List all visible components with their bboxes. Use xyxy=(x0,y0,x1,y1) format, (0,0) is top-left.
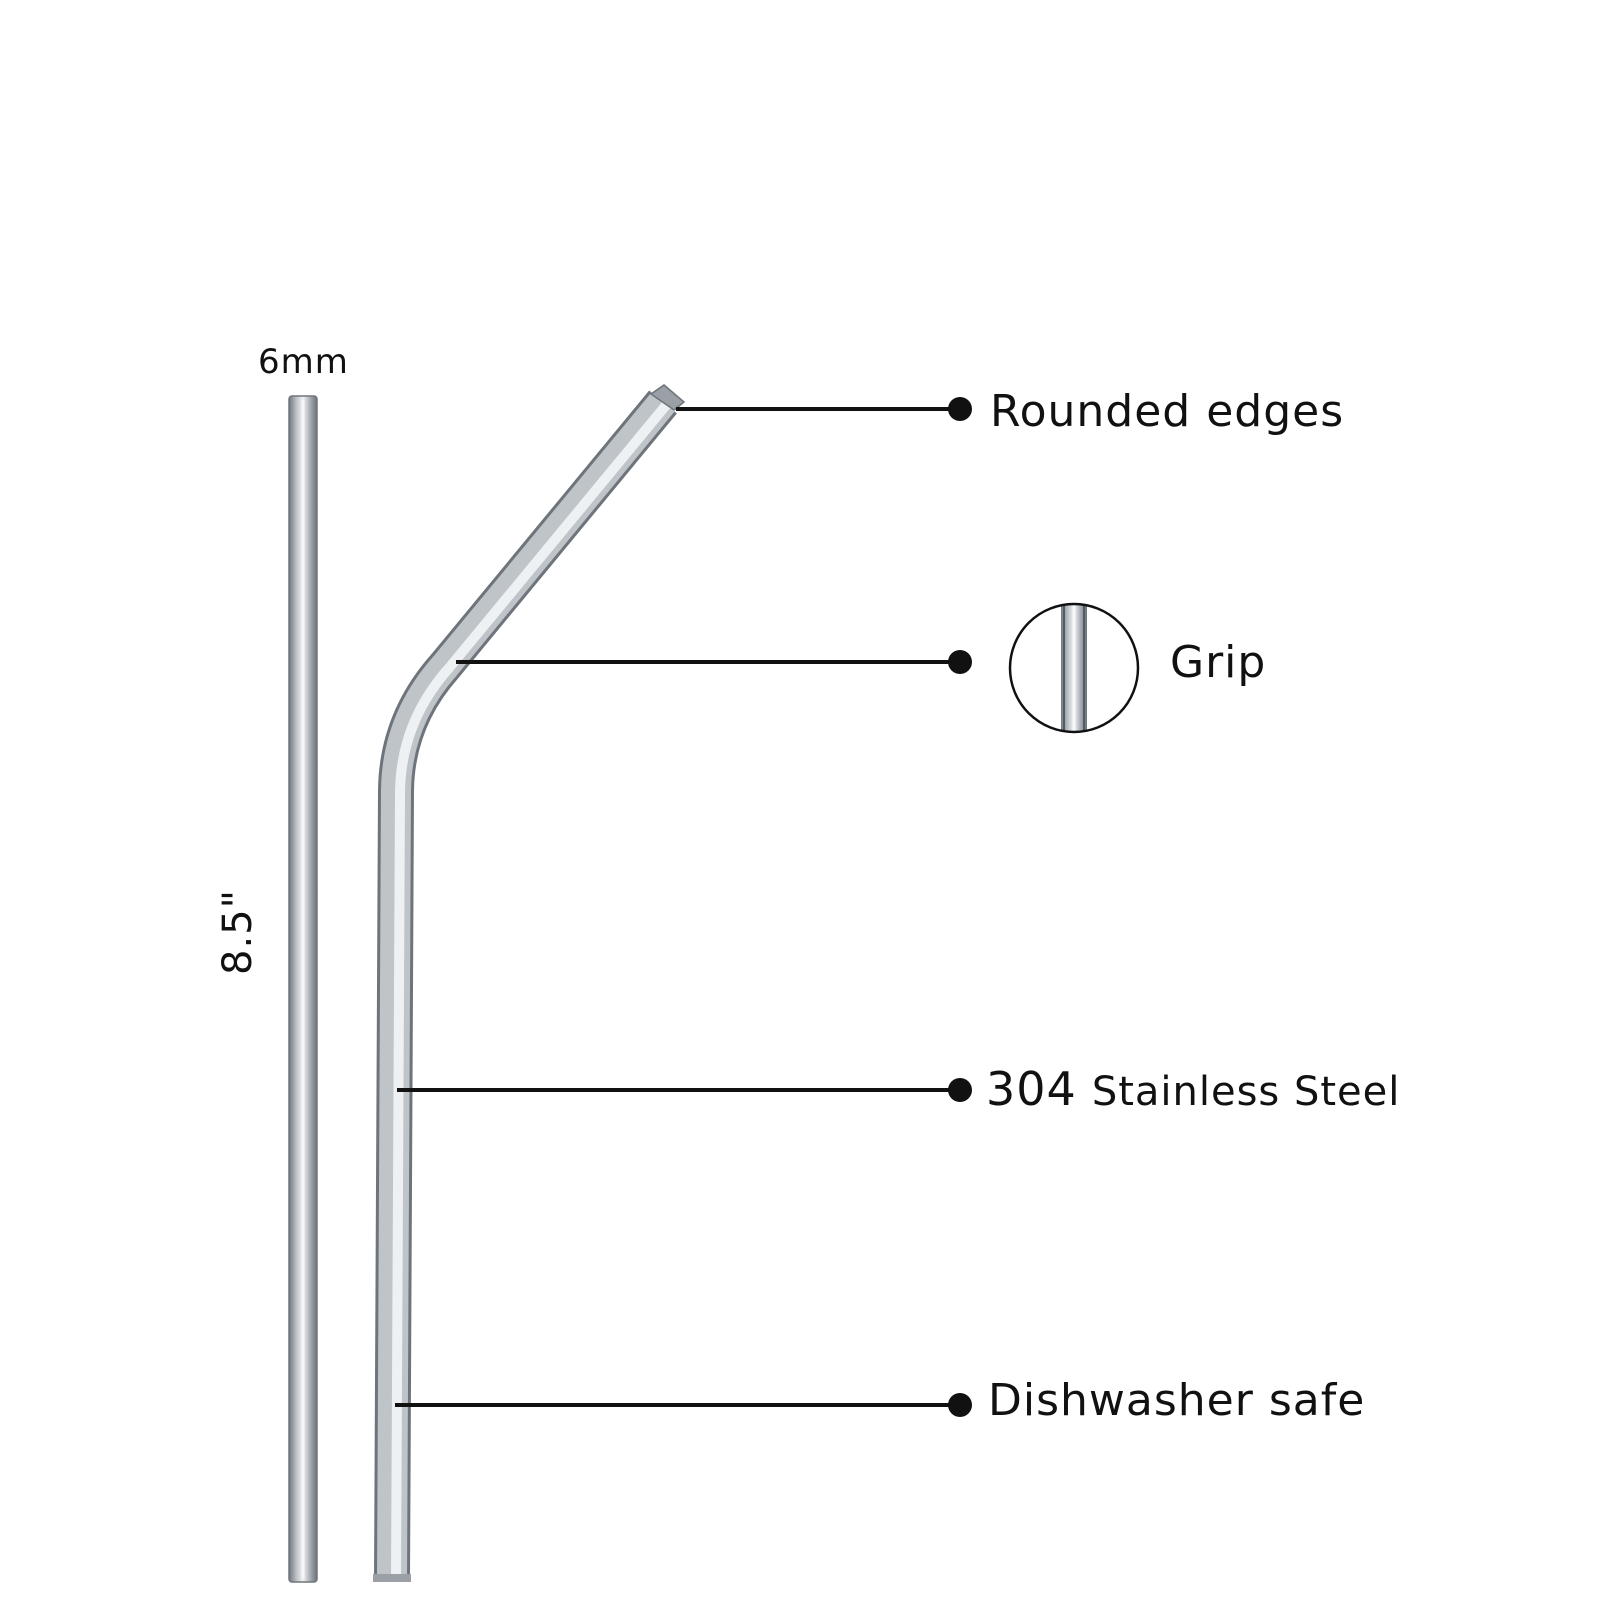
feature-rounded-edges: Rounded edges xyxy=(990,386,1345,437)
feature-dishwasher-safe: Dishwasher safe xyxy=(988,1375,1366,1426)
feature-grip: Grip xyxy=(1170,637,1267,688)
callout-rounded-edges xyxy=(676,397,972,421)
callout-grip xyxy=(456,650,972,674)
steel-material: Stainless Steel xyxy=(1091,1069,1401,1115)
grip-detail-magnifier xyxy=(1008,602,1140,734)
feature-stainless-steel: 304 Stainless Steel xyxy=(986,1063,1400,1118)
callout-dishwasher-safe xyxy=(395,1393,972,1417)
steel-grade: 304 xyxy=(986,1062,1077,1116)
length-label: 8.5" xyxy=(215,888,261,975)
diameter-label: 6mm xyxy=(258,342,349,382)
callout-stainless-steel xyxy=(397,1078,972,1102)
bent-straw xyxy=(373,384,686,1583)
straight-straw xyxy=(288,395,318,1583)
